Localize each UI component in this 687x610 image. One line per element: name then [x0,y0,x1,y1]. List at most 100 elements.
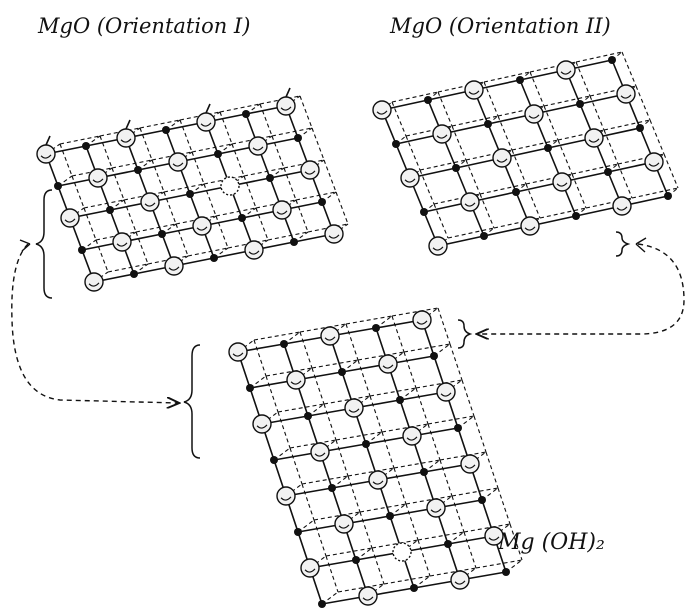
oxygen-atom [616,84,636,104]
oxygen-atom [300,558,320,578]
bond-hidden [289,439,337,449]
oxygen-atom [358,586,378,606]
atom-shading [40,154,52,159]
atom-shading [338,524,350,529]
oxygen-atom [484,526,504,546]
oxygen-atom [464,80,484,100]
bond-hidden [371,539,419,549]
bond-hidden [335,191,349,225]
magnesium-atom [484,120,492,128]
atom-shading [304,170,316,175]
bond-hidden [313,511,361,521]
atom-shading [464,202,476,207]
bracket-left-lattice [35,189,53,299]
bond-hidden [301,483,315,521]
bond-hidden [203,183,217,217]
bond-hidden [347,467,395,477]
atom-shading [290,380,302,385]
magnesium-atom [318,600,326,608]
bond-hidden [461,379,475,417]
oxygen-atom [286,370,306,390]
magnesium-atom [576,100,584,108]
magnesium-atom [452,164,460,172]
bond-hidden [433,193,481,205]
bond-hidden [585,197,633,209]
magnesium-atom [424,96,432,104]
bond [205,103,211,114]
bond-hidden [509,523,523,561]
atom-shading [376,110,388,115]
oxygen-atom [612,196,632,216]
oxygen-atom [36,144,56,164]
bond-hidden [465,149,513,161]
atom-shading [280,496,292,501]
bond-hidden [427,415,475,425]
magnesium-atom [246,384,254,392]
bond-hidden [621,51,637,87]
bond-hidden [451,487,499,497]
bond-hidden [163,191,177,225]
atom-shading [616,206,628,211]
bond-hidden [289,447,303,485]
bond-hidden [391,91,439,103]
magnesium-atom [636,124,644,132]
oxygen-atom [276,486,296,506]
oxygen-atom [372,100,392,120]
atom-shading [432,246,444,251]
bond-hidden [391,307,439,317]
oxygen-atom [428,236,448,256]
magnesium-atom [420,208,428,216]
bond-hidden [479,183,527,195]
magnesium-atom [664,192,672,200]
atom-shading [524,226,536,231]
bond-hidden [383,575,431,585]
oxygen-atom [168,152,188,172]
bond-hidden [359,503,407,513]
bond-hidden [403,343,451,353]
atom-shading [528,114,540,119]
magnesium-atom [338,368,346,376]
magnesium-atom [454,424,462,432]
bond-hidden [215,215,229,249]
oxygen-atom [310,442,330,462]
atom-shading [232,352,244,357]
bond-hidden [463,523,511,533]
bond-hidden [465,159,481,195]
atom-shading [430,508,442,513]
bond-hidden [603,119,651,131]
atom-shading [436,134,448,139]
atom-shading [196,226,208,231]
bracket-bottom-top-layer [457,319,473,349]
oxygen-atom [116,128,136,148]
bond-hidden [299,95,313,129]
oxygen-atom [248,136,268,156]
atom-shading [464,464,476,469]
magnesium-atom [280,340,288,348]
bond-hidden [497,105,545,117]
bond-hidden [571,173,587,209]
bond-hidden [191,151,205,185]
magnesium-atom [210,254,218,262]
atom-shading [252,146,264,151]
magnesium-atom [544,144,552,152]
oxygen-atom [272,200,292,220]
bond-hidden [335,431,383,441]
bond-hidden [135,231,149,265]
atom-shading [620,94,632,99]
atom-shading [406,436,418,441]
magnesium-atom [480,232,488,240]
oxygen-atom [344,398,364,418]
oxygen-atom [228,342,248,362]
atom-shading [588,138,600,143]
bond-hidden [557,139,573,175]
bond-hidden [497,487,511,525]
bracket-bottom-lattice [183,344,201,459]
atom-shading [256,424,268,429]
bond [45,135,51,146]
bond-hidden [393,459,441,469]
magnesium-atom [430,352,438,360]
atom-shading [88,282,100,287]
bond-hidden [323,159,337,193]
bond-hidden [589,85,637,97]
oxygen-atom [324,224,344,244]
